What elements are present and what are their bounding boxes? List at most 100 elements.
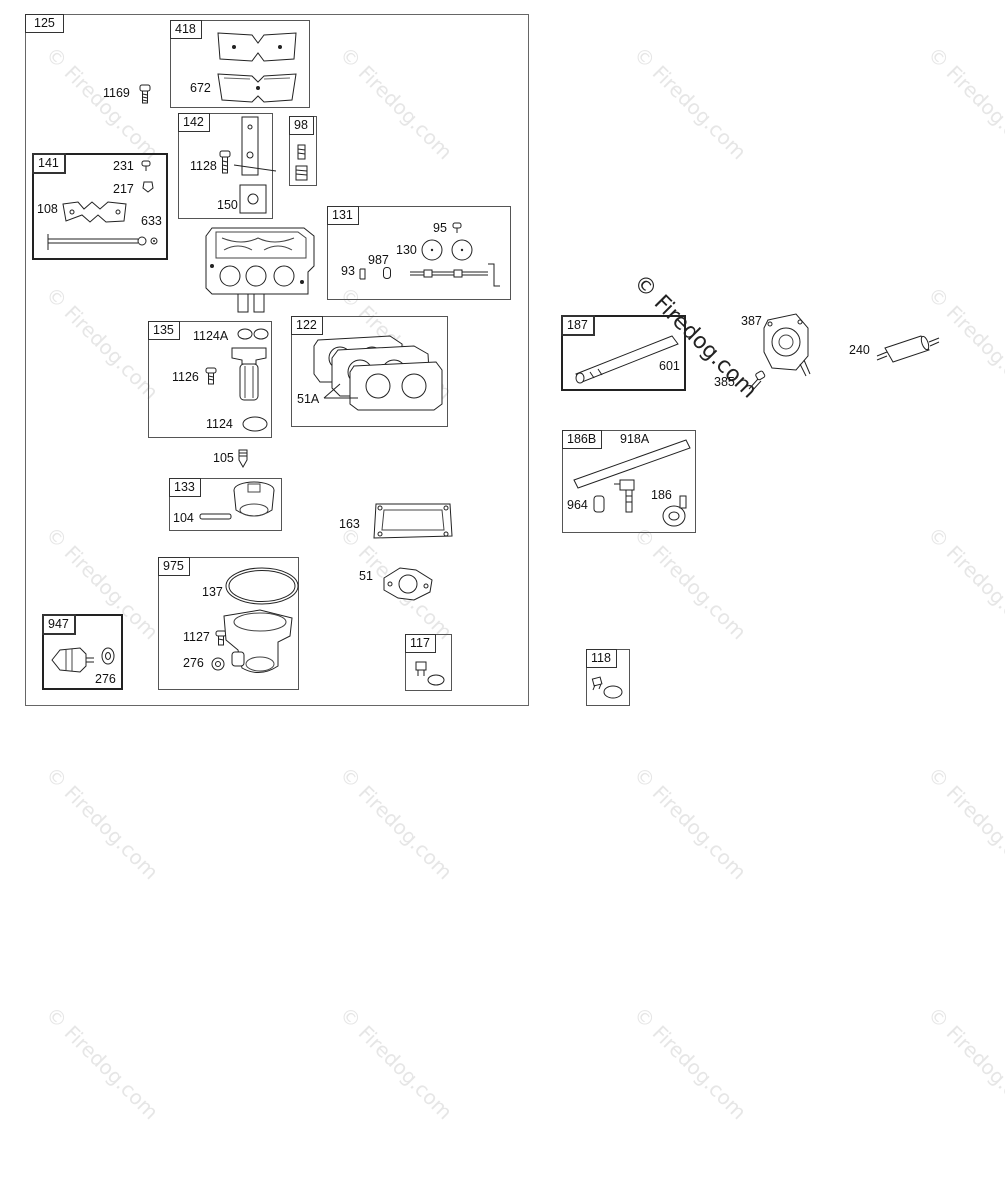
part-label-51a: 51A <box>297 392 320 406</box>
group-label-418: 418 <box>170 20 202 39</box>
group-box-186b: 186B <box>562 430 696 533</box>
group-box-122: 122 <box>291 316 448 427</box>
watermark: © Firedog.com <box>629 522 752 645</box>
part-label-240: 240 <box>849 343 870 357</box>
part-label-108: 108 <box>37 202 58 216</box>
part-label-964: 964 <box>567 498 588 512</box>
clip-93-icon <box>357 267 367 281</box>
part-label-231: 231 <box>113 159 134 173</box>
throttle-shaft-icon <box>408 262 503 288</box>
group-label-141: 141 <box>32 153 66 174</box>
group-label-142: 142 <box>178 113 210 132</box>
group-box-142: 142 <box>178 113 273 219</box>
part-label-672: 672 <box>190 81 211 95</box>
hose-918a-icon <box>570 434 694 494</box>
assembly-125-frame: 125 <box>25 14 529 706</box>
watermark: © Firedog.com <box>41 762 164 885</box>
clip-217-icon <box>141 180 155 194</box>
group-box-98: 98 <box>289 116 317 186</box>
part-label-1124a: 1124A <box>193 329 229 343</box>
solenoid-947-icon <box>46 640 120 680</box>
gasket-51-icon <box>380 564 436 604</box>
group-label-135: 135 <box>148 321 180 340</box>
seal-987-icon <box>382 266 392 280</box>
watermark: © Firedog.com <box>923 762 1005 885</box>
part-label-95: 95 <box>433 221 447 235</box>
screw-231-icon <box>141 160 151 172</box>
part-label-105: 105 <box>213 451 234 465</box>
washer-276-bowl-icon <box>210 656 226 672</box>
group-label-186b: 186B <box>562 430 603 449</box>
part-label-130: 130 <box>396 243 417 257</box>
pipe-601-icon <box>568 320 688 390</box>
group-label-131: 131 <box>327 206 359 225</box>
carburetor-body-icon <box>198 222 322 316</box>
rod-141-icon <box>42 230 164 252</box>
group-box-131: 131 <box>327 206 511 300</box>
fuel-pump-387-icon <box>760 312 814 378</box>
part-label-385: 385 <box>714 375 735 389</box>
part-label-918a: 918A <box>620 432 650 446</box>
watermark: © Firedog.com <box>923 1002 1005 1125</box>
part-label-93: 93 <box>341 264 355 278</box>
screw-1169-icon <box>139 84 151 104</box>
gasket-1124a-icon <box>236 326 270 342</box>
bowl-975-icon <box>220 606 296 680</box>
group-box-947: 947 <box>42 614 123 690</box>
group-label-122: 122 <box>291 316 323 335</box>
part-label-217: 217 <box>113 182 134 196</box>
screw-1128-icon <box>219 150 231 174</box>
watermark: © Firedog.com <box>335 762 458 885</box>
fitting-186b-icon <box>612 476 640 518</box>
part-label-163: 163 <box>339 517 360 531</box>
watermark: © Firedog.com <box>629 42 752 165</box>
group-label-118: 118 <box>586 649 617 668</box>
fitting-118-icon <box>589 672 627 702</box>
part-label-601: 601 <box>659 359 680 373</box>
group-box-187: 187 <box>561 315 686 391</box>
group-label-98: 98 <box>289 116 314 135</box>
part-label-51: 51 <box>359 569 373 583</box>
watermark: © Firedog.com <box>41 1002 164 1125</box>
part-label-1127: 1127 <box>183 630 210 644</box>
plate-108-icon <box>60 199 130 225</box>
oring-137-icon <box>222 563 302 609</box>
group-box-117: 117 <box>405 634 452 691</box>
screw-1126-icon <box>205 367 217 385</box>
valve-186-icon <box>658 494 692 530</box>
part-label-1128: 1128 <box>190 159 217 173</box>
group-label-187: 187 <box>561 315 595 336</box>
leader-51a-icon <box>322 380 362 404</box>
part-label-150: 150 <box>217 198 238 212</box>
part-label-1169: 1169 <box>103 86 130 100</box>
part-label-137: 137 <box>202 585 223 599</box>
watermark: © Firedog.com <box>629 1002 752 1125</box>
part-label-633: 633 <box>141 214 162 228</box>
plate-672-icon <box>214 70 300 106</box>
float-135-icon <box>228 342 270 406</box>
part-label-276-bowl: 276 <box>183 656 204 670</box>
bracket-142-icon <box>232 115 277 215</box>
part-label-276-solenoid: 276 <box>95 672 116 686</box>
needle-105-icon <box>237 448 249 468</box>
group-box-133: 133 <box>169 478 282 531</box>
fitting-117-icon <box>414 658 448 688</box>
watermark: © Firedog.com <box>335 1002 458 1125</box>
ring-1124-icon <box>240 414 270 434</box>
part-label-1124: 1124 <box>206 417 233 431</box>
group-box-975: 975 <box>158 557 299 690</box>
group-label-975: 975 <box>158 557 190 576</box>
part-label-1126: 1126 <box>172 370 199 384</box>
part-label-186: 186 <box>651 488 672 502</box>
group-box-118: 118 <box>586 649 630 706</box>
group-label-133: 133 <box>169 478 201 497</box>
part-label-987: 987 <box>368 253 389 267</box>
screw-385-icon <box>744 370 766 392</box>
gasket-418-icon <box>214 29 300 67</box>
part-label-104: 104 <box>173 511 194 525</box>
group-box-418: 418 <box>170 20 310 108</box>
screw-98-icon <box>294 144 310 182</box>
watermark: © Firedog.com <box>629 762 752 885</box>
fuel-filter-240-icon <box>875 330 941 366</box>
bowl-133-icon <box>228 480 280 526</box>
